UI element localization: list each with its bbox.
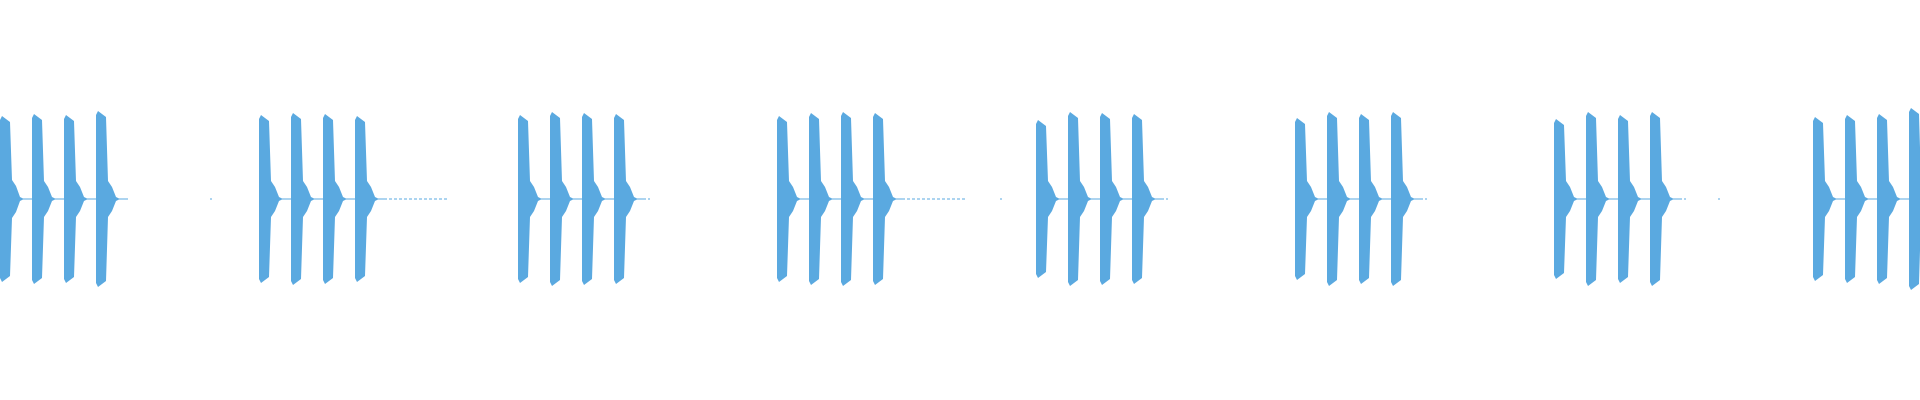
waveform-burst-group [518,112,650,286]
waveform-burst [1391,112,1415,286]
waveform-burst-group [1036,112,1168,286]
waveform-burst [1650,112,1674,286]
waveform-burst [1068,112,1092,286]
waveform-burst [1100,113,1124,285]
waveform-burst [0,116,24,282]
waveform-burst [841,112,865,286]
waveform-burst [1877,114,1901,284]
waveform-burst-group [1295,112,1427,286]
waveform-burst [873,113,897,285]
waveform-burst [582,113,606,285]
waveform-burst-group [777,112,967,286]
waveform-burst [259,115,283,283]
waveform-burst [1327,112,1351,286]
waveform-burst [1845,115,1869,283]
waveform-burst-group [1554,112,1686,286]
waveform-burst [1909,108,1920,290]
waveform-burst [1036,120,1060,278]
waveform-burst-group [259,113,449,285]
waveform-burst [809,113,833,285]
waveform-burst [614,114,638,284]
waveform-burst [1132,114,1156,284]
waveform-burst [1813,117,1837,281]
waveform-burst [96,111,120,287]
waveform-burst-group [1813,108,1920,290]
waveform-burst [1295,118,1319,280]
waveform-burst [323,114,347,284]
waveform-burst [777,116,801,282]
waveform-bursts [0,108,1920,290]
waveform-burst [291,113,315,285]
waveform-burst [1618,115,1642,283]
waveform-burst [518,115,542,283]
waveform-burst [1554,119,1578,279]
waveform-burst [64,115,88,283]
waveform-burst [550,112,574,286]
waveform-burst-group [0,111,128,287]
waveform-burst [1586,112,1610,286]
waveform-burst [355,116,379,282]
waveform-burst [32,114,56,284]
waveform-burst [1359,114,1383,284]
